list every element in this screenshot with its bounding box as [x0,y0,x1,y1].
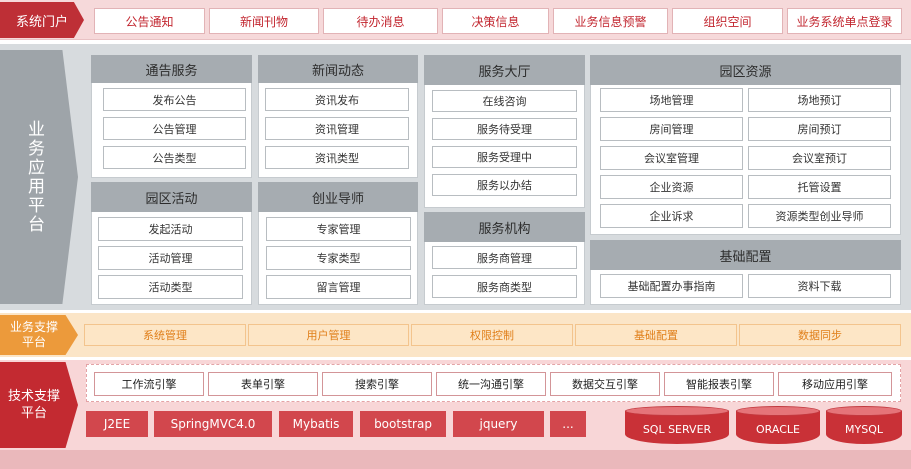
cell-service-processing[interactable]: 服务受理中 [432,146,577,168]
panel-news-title: 新闻动态 [258,55,418,83]
portal-item-sso[interactable]: 业务系统单点登录 [787,8,902,34]
bottom-strip [0,450,911,469]
cell-enterprise-appeals[interactable]: 企业诉求 [600,204,743,228]
cell-service-pending[interactable]: 服务待受理 [432,118,577,140]
engine-mobile-app[interactable]: 移动应用引擎 [778,372,892,396]
support-item-base-config[interactable]: 基础配置 [575,324,737,346]
cell-meeting-room-booking[interactable]: 会议室预订 [748,146,891,170]
cell-venue-management[interactable]: 场地管理 [600,88,743,112]
tech-more: ... [550,411,586,437]
support-item-user-management[interactable]: 用户管理 [248,324,409,346]
biz-support-label: 业务支撑平台 [0,315,78,355]
portal-item-news[interactable]: 新闻刊物 [209,8,319,34]
cell-expert-management[interactable]: 专家管理 [266,217,411,241]
cell-notice-type[interactable]: 公告类型 [103,146,246,169]
biz-app-label: 业务应用平台 [0,50,78,304]
engine-form[interactable]: 表单引擎 [208,372,318,396]
panel-service-hall-title: 服务大厅 [424,55,585,85]
database-mysql-icon: MYSQL [826,406,902,444]
database-oracle-label: ORACLE [736,411,820,444]
cell-news-type[interactable]: 资讯类型 [265,146,409,169]
panel-startup-mentor-title: 创业导师 [258,182,418,212]
portal-label: 系统门户 [0,2,84,38]
panel-base-config-title: 基础配置 [590,240,901,270]
cell-activity-type[interactable]: 活动类型 [98,275,243,299]
cell-base-config-guide[interactable]: 基础配置办事指南 [600,274,743,298]
engine-unified-communication[interactable]: 统一沟通引擎 [436,372,546,396]
cell-enterprise-resources[interactable]: 企业资源 [600,175,743,199]
support-item-data-sync[interactable]: 数据同步 [739,324,901,346]
engine-search[interactable]: 搜索引擎 [322,372,432,396]
cell-message-management[interactable]: 留言管理 [266,275,411,299]
support-item-permission-control[interactable]: 权限控制 [411,324,573,346]
tech-bootstrap: bootstrap [360,411,446,437]
cell-hosting-settings[interactable]: 托管设置 [748,175,891,199]
panel-park-resources-title: 园区资源 [590,55,901,85]
cell-news-management[interactable]: 资讯管理 [265,117,409,140]
tech-j2ee: J2EE [86,411,148,437]
support-item-system-management[interactable]: 系统管理 [84,324,246,346]
panel-park-activity-title: 园区活动 [91,182,252,212]
database-sql-server-top [625,406,729,416]
engine-smart-report[interactable]: 智能报表引擎 [664,372,774,396]
cell-activity-management[interactable]: 活动管理 [98,246,243,270]
portal-item-decision[interactable]: 决策信息 [442,8,549,34]
cell-notice-management[interactable]: 公告管理 [103,117,246,140]
cell-provider-management[interactable]: 服务商管理 [432,246,577,269]
database-oracle-icon: ORACLE [736,406,820,444]
cell-meeting-room-management[interactable]: 会议室管理 [600,146,743,170]
cell-publish-notice[interactable]: 发布公告 [103,88,246,111]
database-mysql-label: MYSQL [826,411,902,444]
panel-service-org-title: 服务机构 [424,212,585,242]
cell-news-publish[interactable]: 资讯发布 [265,88,409,111]
portal-item-warning[interactable]: 业务信息预警 [553,8,668,34]
tech-mybatis: Mybatis [279,411,353,437]
database-oracle-top [736,406,820,416]
tech-springmvc: SpringMVC4.0 [154,411,272,437]
cell-venue-booking[interactable]: 场地预订 [748,88,891,112]
cell-provider-type[interactable]: 服务商类型 [432,275,577,298]
cell-room-management[interactable]: 房间管理 [600,117,743,141]
database-mysql-top [826,406,902,416]
portal-item-todo[interactable]: 待办消息 [323,8,438,34]
tech-jquery: jquery [453,411,544,437]
tech-support-label: 技术支撑平台 [0,362,78,448]
cell-service-completed[interactable]: 服务以办结 [432,174,577,196]
engine-data-exchange[interactable]: 数据交互引擎 [550,372,660,396]
cell-document-download[interactable]: 资料下载 [748,274,891,298]
database-sql-server-icon: SQL SERVER [625,406,729,444]
cell-start-activity[interactable]: 发起活动 [98,217,243,241]
portal-item-announcement[interactable]: 公告通知 [94,8,205,34]
cell-online-consult[interactable]: 在线咨询 [432,90,577,112]
engine-workflow[interactable]: 工作流引擎 [94,372,204,396]
cell-resource-type-mentor[interactable]: 资源类型创业导师 [748,204,891,228]
portal-item-org-space[interactable]: 组织空间 [672,8,783,34]
cell-expert-type[interactable]: 专家类型 [266,246,411,270]
panel-announcement-title: 通告服务 [91,55,252,83]
database-sql-server-label: SQL SERVER [625,411,729,444]
cell-room-booking[interactable]: 房间预订 [748,117,891,141]
